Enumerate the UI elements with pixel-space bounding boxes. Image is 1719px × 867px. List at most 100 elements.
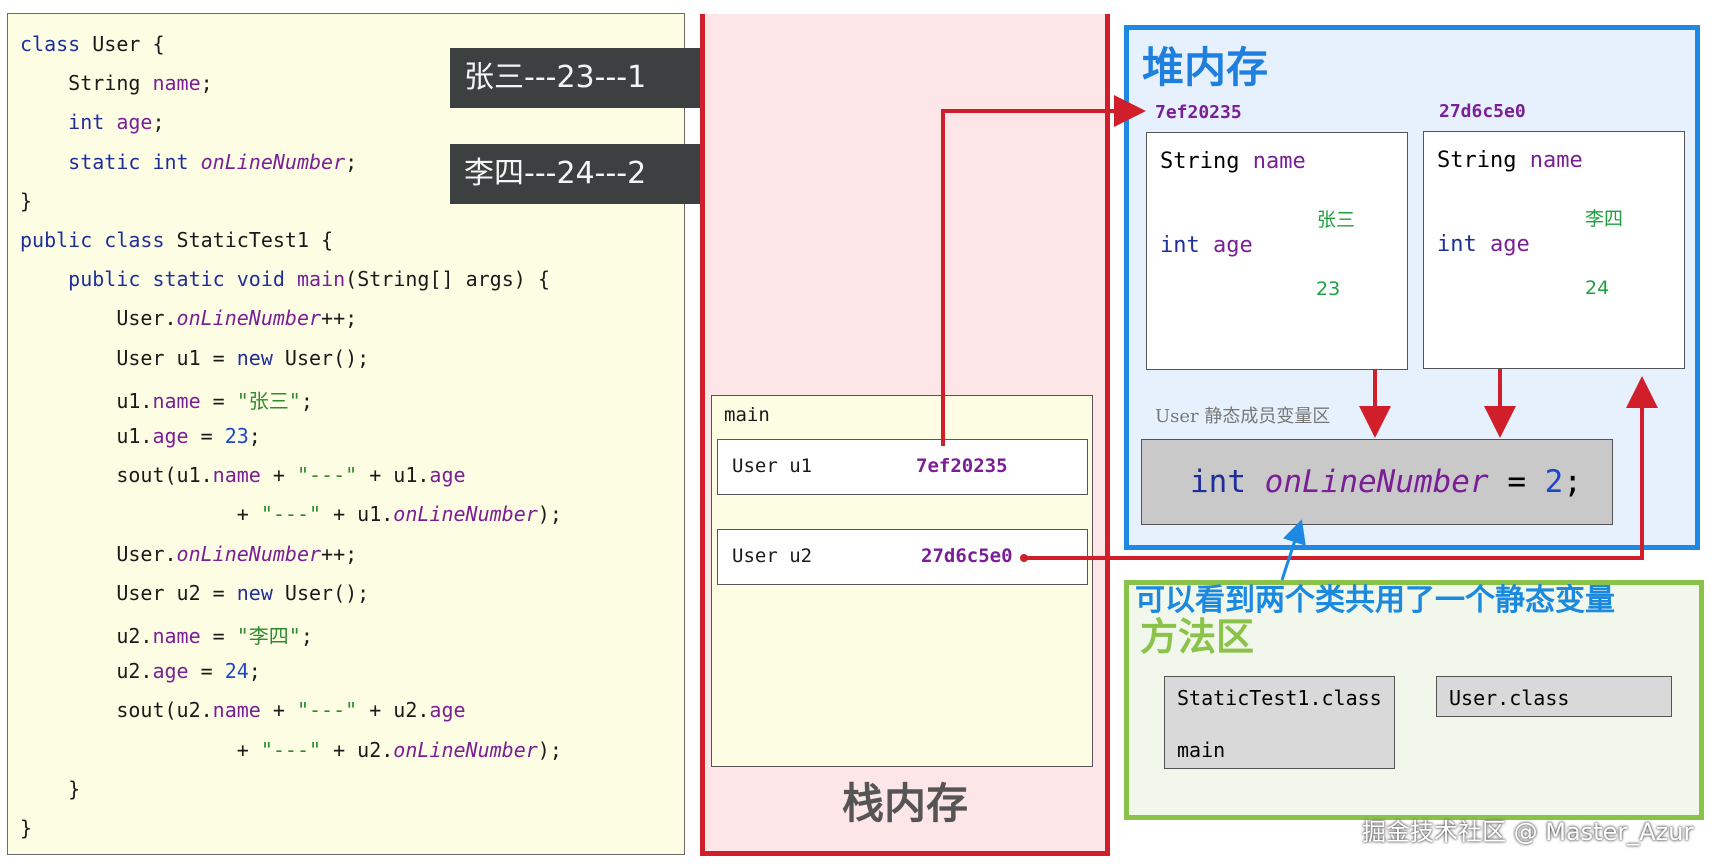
code-line: public static void main(String[] args) { — [20, 267, 550, 291]
field-name: name — [1529, 148, 1583, 173]
class-name: StaticTest1.class — [1177, 686, 1382, 710]
code-token: StaticTest1 { — [164, 228, 334, 252]
method-area-label: 方法区 — [1140, 615, 1255, 659]
code-token: ++; — [321, 541, 358, 566]
stack-var-name: User u2 — [732, 545, 813, 567]
code-token: ; — [248, 659, 261, 684]
code-line: + "---" + u1.onLineNumber); — [20, 502, 562, 526]
code-token: age — [429, 698, 466, 723]
code-token: u2. — [20, 624, 153, 648]
code-line: sout(u2.name + "---" + u2.age — [20, 698, 466, 723]
field-type: String — [1437, 148, 1517, 173]
stack-var-u1: User u1 7ef20235 — [717, 439, 1088, 495]
field-value: 李四 — [1585, 208, 1624, 230]
code-token: } — [20, 188, 33, 213]
code-token: 23 — [224, 424, 249, 448]
code-token: + u2. — [357, 698, 430, 723]
code-line: String name; — [20, 71, 213, 95]
code-line: static int onLineNumber; — [20, 150, 357, 174]
code-token: sout(u2. — [20, 698, 213, 723]
code-token: new — [236, 580, 273, 605]
code-line: sout(u1.name + "---" + u1.age — [20, 463, 466, 488]
code-token: u2. — [20, 659, 153, 684]
code-token: ); — [537, 502, 562, 527]
code-line: class User { — [20, 32, 165, 56]
heap-memory-label: 堆内存 — [1142, 43, 1269, 92]
code-line: User u2 = new User(); — [20, 581, 369, 605]
arrow-u2-to-object — [1026, 376, 1658, 560]
field-name: name — [1252, 149, 1306, 174]
arrow-dot — [1020, 554, 1028, 562]
code-token: void — [236, 267, 285, 292]
code-line: } — [20, 777, 80, 801]
code-token: "---" — [260, 502, 322, 527]
field-value: 23 — [1316, 278, 1341, 300]
code-token: = — [188, 424, 225, 448]
code-token: name — [152, 71, 201, 96]
class-box-user: User.class — [1436, 676, 1672, 717]
code-token: public — [20, 228, 93, 252]
field-type: int — [1160, 233, 1200, 258]
arrow-u1-to-object — [941, 95, 1146, 446]
code-token: static — [68, 149, 141, 174]
code-token: age — [429, 463, 466, 488]
code-token: User(); — [272, 580, 370, 605]
code-token: User(); — [272, 345, 370, 370]
code-token: + u1. — [321, 502, 394, 527]
code-token: sout(u1. — [20, 463, 213, 488]
static-var-semicolon: ; — [1563, 464, 1582, 500]
class-box-statictest1: StaticTest1.class main — [1164, 676, 1395, 769]
static-var-name: onLineNumber — [1264, 464, 1489, 500]
heap-object-u1: String name 张三 int age 23 — [1146, 132, 1408, 370]
code-token: User u2 = — [20, 580, 237, 605]
field-value: 24 — [1585, 277, 1610, 299]
code-line: User.onLineNumber++; — [20, 306, 357, 330]
heap-object-address: 7ef20235 — [1155, 102, 1242, 123]
code-token: ++; — [321, 306, 358, 331]
code-token: age — [152, 659, 189, 684]
code-token: User { — [80, 32, 165, 56]
code-token: new — [236, 345, 273, 370]
code-token: onLineNumber — [393, 737, 538, 762]
code-token: + — [20, 737, 261, 762]
code-token: "李四" — [236, 624, 301, 648]
code-line: u2.name = "李四"; — [20, 620, 313, 649]
field-name: age — [1490, 232, 1530, 257]
code-token: ; — [300, 388, 313, 413]
heap-object-address: 27d6c5e0 — [1439, 101, 1526, 122]
code-token: onLineNumber — [176, 306, 322, 331]
code-token: = — [200, 624, 237, 648]
code-token: name — [152, 624, 201, 648]
code-line: u1.name = "张三"; — [20, 385, 313, 414]
code-token: age — [152, 424, 189, 448]
static-var-equals: = — [1507, 464, 1526, 500]
code-token: String — [20, 71, 153, 96]
code-token: + — [260, 463, 297, 488]
code-token: u1. — [20, 424, 153, 448]
code-token: ; — [345, 149, 358, 174]
code-token: User. — [20, 541, 177, 566]
code-token: onLineNumber — [176, 541, 322, 566]
stack-memory-label: 栈内存 — [841, 779, 968, 828]
code-token: } — [20, 776, 81, 801]
code-token: 24 — [224, 659, 249, 684]
watermark: 掘金技术社区 @ Master_Azur — [1362, 818, 1694, 846]
static-var-value: 2 — [1544, 464, 1564, 500]
code-line: User u1 = new User(); — [20, 346, 369, 370]
code-line: int age; — [20, 110, 164, 135]
code-token: class — [104, 228, 165, 252]
code-token: User. — [20, 306, 177, 331]
class-name: User.class — [1449, 686, 1570, 710]
code-token: int — [68, 110, 105, 135]
field-type: String — [1160, 149, 1240, 174]
static-area-label: User 静态成员变量区 — [1155, 406, 1331, 427]
static-variable-box: int onLineNumber = 2; — [1141, 439, 1613, 525]
class-member: main — [1177, 738, 1226, 762]
code-token: main — [296, 267, 346, 292]
code-token: class — [20, 32, 81, 56]
code-token: ; — [200, 71, 213, 96]
code-token: (String[] args) { — [345, 267, 550, 292]
code-token: "---" — [296, 463, 358, 488]
code-token: int — [152, 149, 189, 174]
